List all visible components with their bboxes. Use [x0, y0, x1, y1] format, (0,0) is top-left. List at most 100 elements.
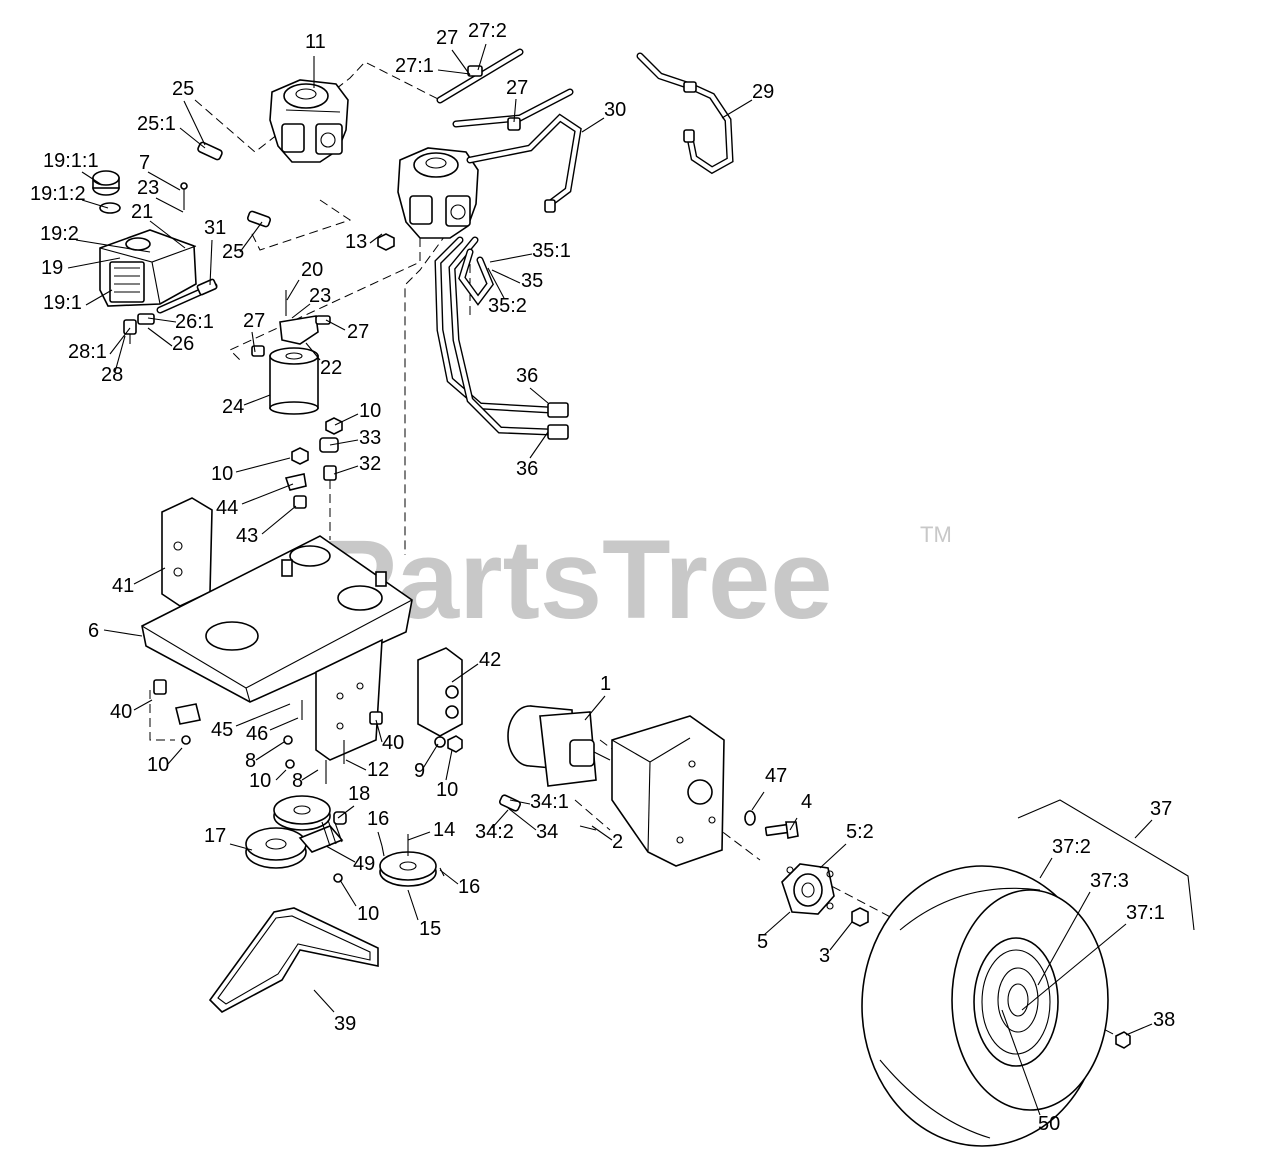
callout-25a[interactable]: 25 — [172, 78, 194, 100]
callout-28[interactable]: 28 — [101, 364, 123, 386]
callout-7[interactable]: 7 — [139, 152, 150, 174]
callout-32[interactable]: 32 — [359, 453, 381, 475]
callout-18[interactable]: 18 — [348, 783, 370, 805]
drive-pulley[interactable] — [245, 795, 331, 869]
callout-45[interactable]: 45 — [211, 719, 233, 741]
callout-9[interactable]: 9 — [414, 760, 425, 782]
callout-10f[interactable]: 10 — [357, 903, 379, 925]
mounting-bracket-41[interactable] — [161, 497, 213, 607]
callout-24[interactable]: 24 — [222, 396, 244, 418]
hydraulic-reservoir[interactable] — [99, 229, 197, 307]
fitting-28[interactable] — [123, 319, 137, 344]
callout-10a[interactable]: 10 — [359, 400, 381, 422]
nut-13[interactable] — [377, 233, 395, 251]
callout-49[interactable]: 49 — [353, 853, 375, 875]
lug-nut-3[interactable] — [851, 907, 869, 927]
callout-5[interactable]: 5 — [757, 931, 768, 953]
callout-8b[interactable]: 8 — [292, 770, 303, 792]
callout-35[interactable]: 35 — [521, 270, 543, 292]
hydraulic-pump-upper[interactable] — [269, 79, 349, 163]
bolt-4[interactable] — [764, 821, 799, 839]
fitting-25-right[interactable] — [246, 210, 272, 228]
callout-16b[interactable]: 16 — [458, 876, 480, 898]
callout-23a[interactable]: 23 — [137, 177, 159, 199]
callout-13[interactable]: 13 — [345, 231, 367, 253]
callout-38[interactable]: 38 — [1153, 1009, 1175, 1031]
callout-10e[interactable]: 10 — [436, 779, 458, 801]
drive-wheel[interactable] — [861, 865, 1109, 1147]
callout-36b[interactable]: 36 — [516, 458, 538, 480]
callout-34-2[interactable]: 34:2 — [475, 821, 514, 843]
frame-plate[interactable] — [141, 535, 413, 761]
callout-20[interactable]: 20 — [301, 259, 323, 281]
callout-37[interactable]: 37 — [1150, 798, 1172, 820]
callout-30[interactable]: 30 — [604, 99, 626, 121]
callout-23b[interactable]: 23 — [309, 285, 331, 307]
callout-17[interactable]: 17 — [204, 825, 226, 847]
callout-10c[interactable]: 10 — [147, 754, 169, 776]
callout-47[interactable]: 47 — [765, 765, 787, 787]
filter-head[interactable] — [251, 290, 331, 357]
callout-43[interactable]: 43 — [236, 525, 258, 547]
callout-33[interactable]: 33 — [359, 427, 381, 449]
callout-21[interactable]: 21 — [131, 201, 153, 223]
callout-44[interactable]: 44 — [216, 497, 238, 519]
callout-27-2[interactable]: 27:2 — [468, 20, 507, 42]
frame-hardware[interactable] — [153, 679, 463, 784]
callout-41[interactable]: 41 — [112, 575, 134, 597]
callout-19-1[interactable]: 19:1 — [43, 292, 82, 314]
hydraulic-tubes-upper[interactable] — [436, 48, 582, 213]
callout-50[interactable]: 50 — [1038, 1113, 1060, 1135]
callout-42[interactable]: 42 — [479, 649, 501, 671]
callout-19-1-2[interactable]: 19:1:2 — [30, 183, 86, 205]
callout-27a[interactable]: 27 — [436, 27, 458, 49]
callout-26[interactable]: 26 — [172, 333, 194, 355]
callout-29[interactable]: 29 — [752, 81, 774, 103]
hydraulic-pump-lower[interactable] — [397, 147, 479, 239]
callout-35-2[interactable]: 35:2 — [488, 295, 527, 317]
callout-40a[interactable]: 40 — [110, 701, 132, 723]
drive-hoses[interactable] — [434, 236, 569, 440]
motor-mount[interactable] — [579, 715, 725, 867]
screw-7[interactable] — [180, 182, 188, 210]
callout-19-1-1[interactable]: 19:1:1 — [43, 150, 99, 172]
callout-2[interactable]: 2 — [612, 831, 623, 853]
callout-12[interactable]: 12 — [367, 759, 389, 781]
callout-25b[interactable]: 25 — [222, 241, 244, 263]
callout-34-1[interactable]: 34:1 — [530, 791, 569, 813]
reservoir-cap[interactable] — [92, 170, 121, 214]
callout-22[interactable]: 22 — [320, 357, 342, 379]
callout-39[interactable]: 39 — [334, 1013, 356, 1035]
callout-27c[interactable]: 27 — [243, 310, 265, 332]
callout-27d[interactable]: 27 — [347, 321, 369, 343]
oil-filter[interactable] — [269, 347, 319, 415]
valve-stem-38[interactable] — [1115, 1031, 1131, 1049]
callout-15[interactable]: 15 — [419, 918, 441, 940]
washer-47[interactable] — [744, 810, 756, 826]
callout-19-2[interactable]: 19:2 — [40, 223, 79, 245]
callout-27-1[interactable]: 27:1 — [395, 55, 434, 77]
hose-31[interactable] — [156, 278, 218, 314]
callout-35-1[interactable]: 35:1 — [532, 240, 571, 262]
idler-pulley[interactable] — [379, 834, 445, 887]
callout-26-1[interactable]: 26:1 — [175, 311, 214, 333]
wheel-motor[interactable] — [507, 705, 611, 787]
callout-37-1[interactable]: 37:1 — [1126, 902, 1165, 924]
callout-10d[interactable]: 10 — [249, 770, 271, 792]
callout-6[interactable]: 6 — [88, 620, 99, 642]
idler-arm[interactable] — [298, 811, 347, 883]
return-hose[interactable] — [636, 52, 734, 175]
callout-8a[interactable]: 8 — [245, 750, 256, 772]
callout-31[interactable]: 31 — [204, 217, 226, 239]
wheel-hub[interactable] — [781, 863, 835, 915]
callout-37-2[interactable]: 37:2 — [1052, 836, 1091, 858]
callout-14[interactable]: 14 — [433, 819, 455, 841]
hardware-stack-left[interactable] — [284, 447, 309, 509]
callout-27b[interactable]: 27 — [506, 77, 528, 99]
hardware-stack-right[interactable] — [319, 417, 343, 481]
mounting-bracket-42[interactable] — [417, 647, 463, 737]
callout-36a[interactable]: 36 — [516, 365, 538, 387]
callout-16a[interactable]: 16 — [367, 808, 389, 830]
callout-3[interactable]: 3 — [819, 945, 830, 967]
callout-5-2[interactable]: 5:2 — [846, 821, 874, 843]
